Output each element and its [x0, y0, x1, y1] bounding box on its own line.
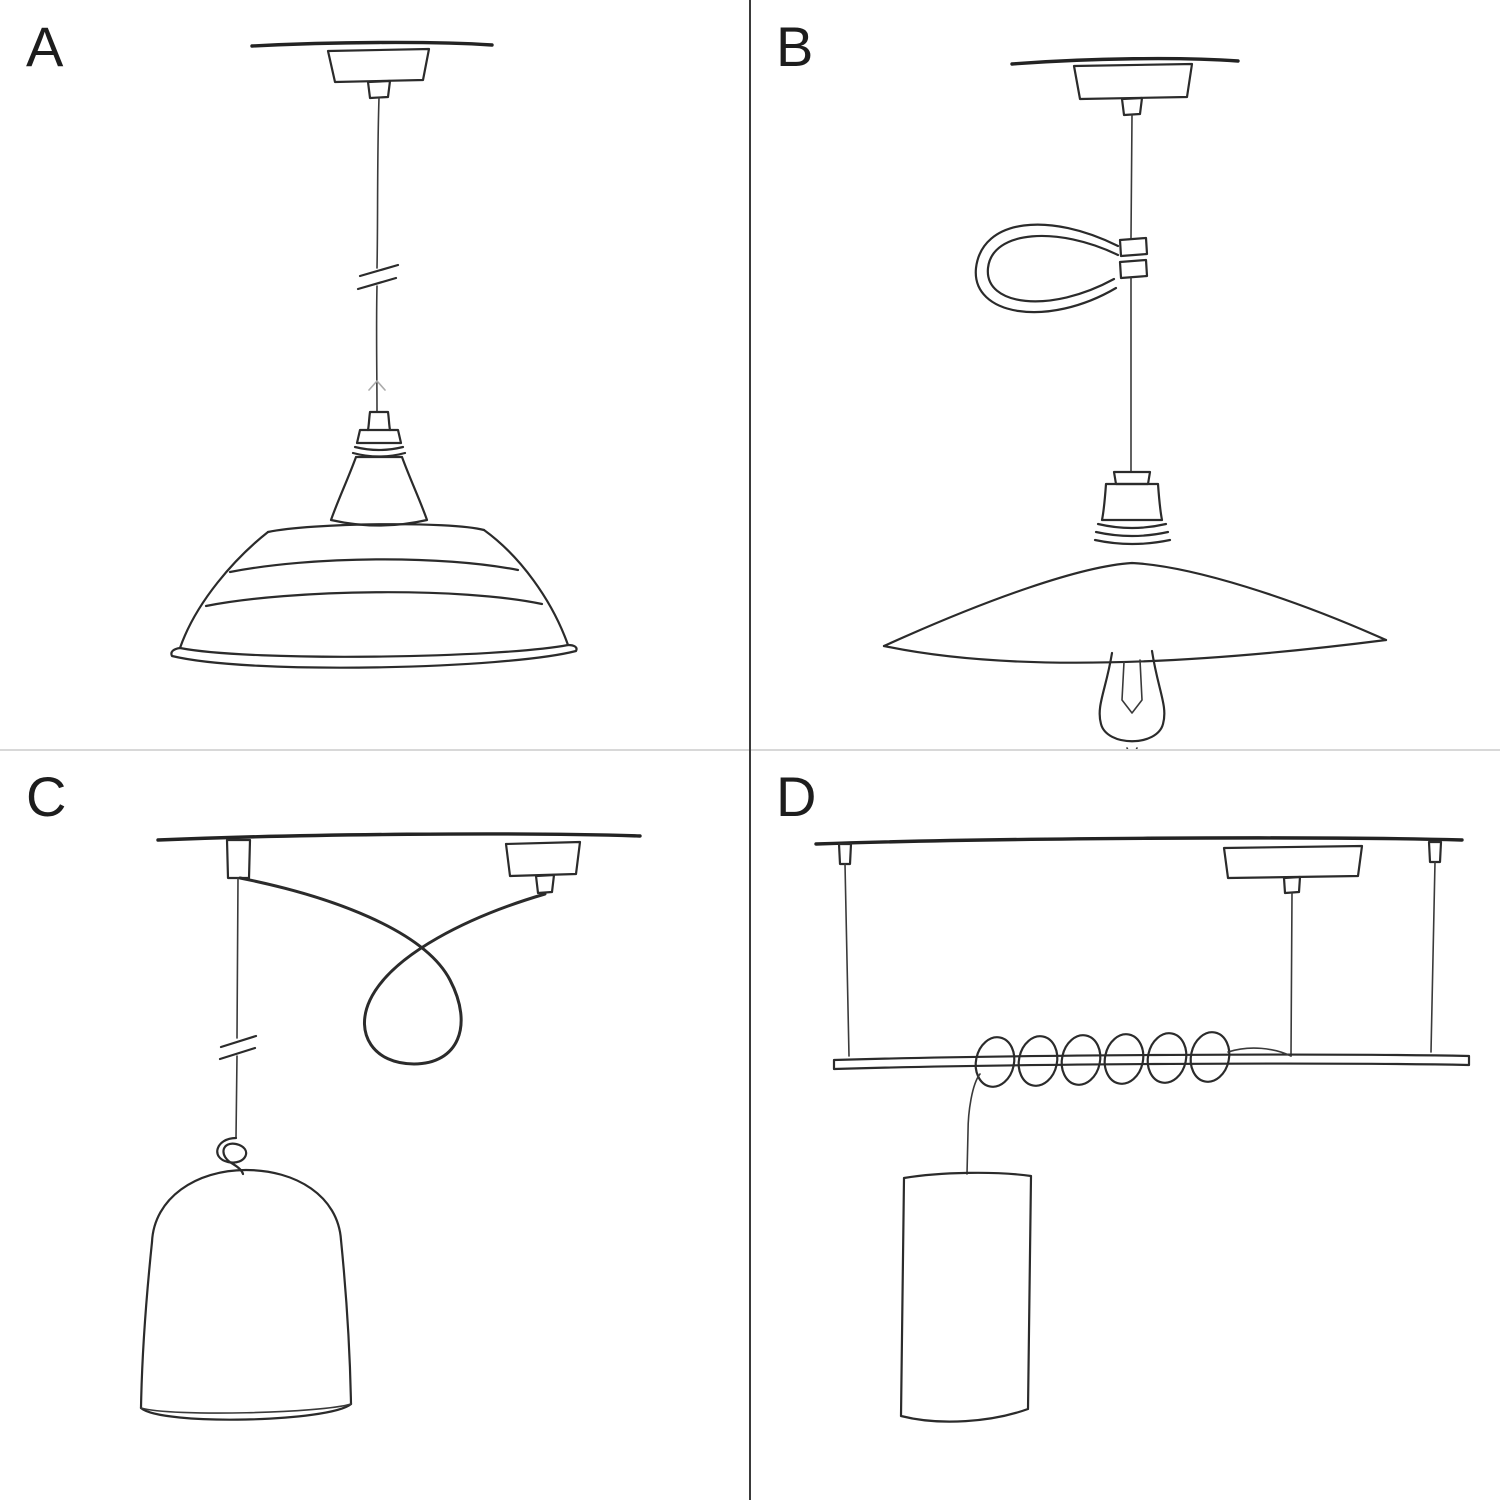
shade-bottom-edge — [178, 643, 570, 658]
shade-bottom-edge — [882, 638, 1388, 664]
ceiling-line — [814, 836, 1464, 846]
bell-shade-bottom-inner — [140, 1403, 352, 1414]
left-suspension-wire — [844, 863, 850, 1057]
swag-hook-fitting — [225, 838, 252, 880]
panel-d-label: D — [776, 765, 818, 828]
central-cable — [1290, 892, 1293, 1057]
light-bulb — [1098, 649, 1166, 743]
panel-b: B — [750, 0, 1500, 750]
cable-loop — [986, 234, 1120, 303]
cable-gland — [1120, 96, 1144, 117]
ceiling-line — [1010, 56, 1240, 66]
ceiling-rose — [326, 47, 431, 84]
drop-cable — [235, 1055, 238, 1139]
ceiling-rose — [504, 840, 582, 878]
ceiling-rose — [1072, 62, 1194, 101]
bulb-filament — [1121, 659, 1143, 714]
ceiling-line — [156, 832, 642, 842]
lamp-holder-cap — [355, 428, 403, 445]
drop-cable — [236, 877, 239, 1039]
lamp-holder-flange — [1112, 470, 1152, 486]
cable-break-marks — [218, 1034, 258, 1061]
panel-d: D — [750, 750, 1500, 1500]
pendant-cable — [376, 97, 380, 269]
panel-c-label: C — [26, 765, 68, 828]
lamp-holder-threads — [351, 445, 407, 458]
panel-a-label: A — [26, 15, 65, 78]
pendant-cable — [1130, 114, 1133, 239]
bell-shade-dome — [150, 1168, 343, 1244]
cable-chevron-mark — [368, 380, 386, 391]
cable-gland — [366, 79, 392, 100]
suspension-bar — [832, 1053, 1471, 1071]
lamp-holder-neck — [366, 410, 392, 432]
shade-left-profile — [178, 530, 270, 650]
cable-break-marks — [356, 263, 400, 291]
cable-loop — [974, 223, 1120, 314]
cylinder-shade — [899, 1171, 1033, 1423]
shade-right-profile — [482, 528, 570, 647]
cable-clip — [1118, 236, 1149, 280]
panel-a: A — [0, 0, 750, 750]
vertical-divider — [749, 0, 751, 1500]
shade-contour-line — [228, 558, 520, 574]
shade-rolled-rim — [170, 643, 578, 669]
cable-knot — [216, 1136, 248, 1176]
shade-top-edge — [882, 561, 1388, 648]
bell-shade-left-side — [139, 1240, 154, 1410]
panel-c: C — [0, 750, 750, 1500]
bar-suspension-cylinder-shade-sketch — [814, 836, 1471, 1423]
cable-gland — [1282, 875, 1302, 895]
bell-shade-right-side — [339, 1238, 353, 1406]
drop-cable — [966, 1073, 981, 1175]
ceiling-line — [250, 40, 494, 48]
cable-gland — [534, 873, 556, 895]
swag-pendant-bell-shade-sketch — [139, 832, 642, 1421]
coiled-cable — [974, 1031, 1231, 1088]
right-suspension-fitting — [1427, 840, 1443, 864]
right-suspension-wire — [1430, 861, 1436, 1053]
pendant-barn-shade-sketch — [170, 40, 578, 669]
bell-shade-bottom-rim — [139, 1402, 353, 1421]
pendant-flat-shade-bulb-sketch — [882, 56, 1388, 750]
shade-contour-line — [204, 591, 544, 608]
coil-exit-cable — [1227, 1047, 1292, 1057]
lamp-socket — [329, 455, 429, 527]
lamp-holder-body — [1100, 482, 1164, 522]
panel-b-label: B — [776, 15, 815, 78]
shade-top-opening — [266, 523, 486, 534]
lamp-holder-threads — [1093, 522, 1172, 546]
ceiling-rose — [1222, 844, 1364, 880]
swag-cable — [238, 876, 547, 1066]
left-suspension-fitting — [837, 842, 853, 866]
